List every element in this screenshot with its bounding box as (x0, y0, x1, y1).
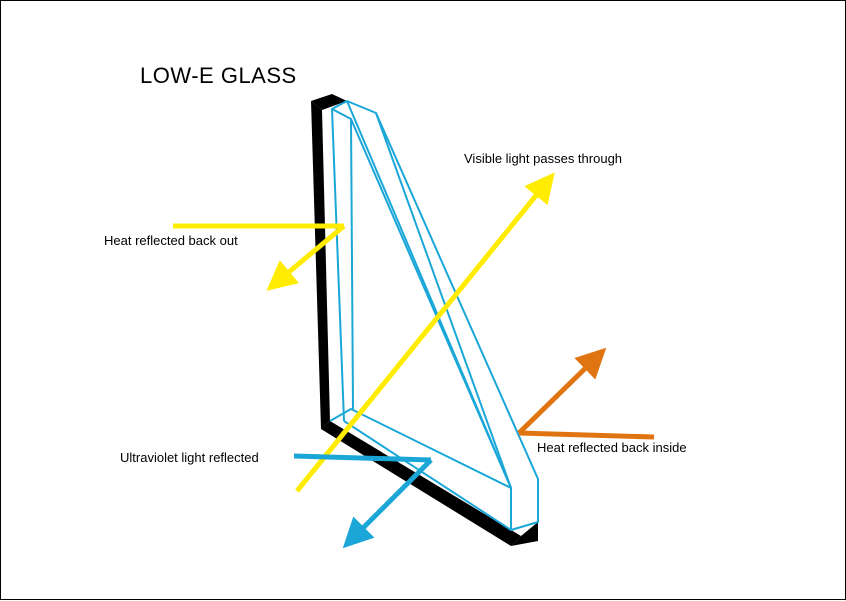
glass-panes (329, 100, 539, 531)
visible-light-label: Visible light passes through (464, 151, 623, 166)
uv-reflected-arrow (293, 453, 433, 549)
uv-label: Ultraviolet light reflected (120, 450, 259, 465)
diagram-title: LOW-E GLASS (140, 63, 297, 88)
heat-reflected-inside-arrow (517, 347, 655, 440)
heat-reflected-out-arrow (173, 223, 346, 291)
heat-inside-label: Heat reflected back inside (537, 440, 687, 455)
glass-frame (311, 94, 538, 546)
heat-out-label: Heat reflected back out (104, 233, 238, 248)
visible-light-arrow (295, 172, 555, 493)
